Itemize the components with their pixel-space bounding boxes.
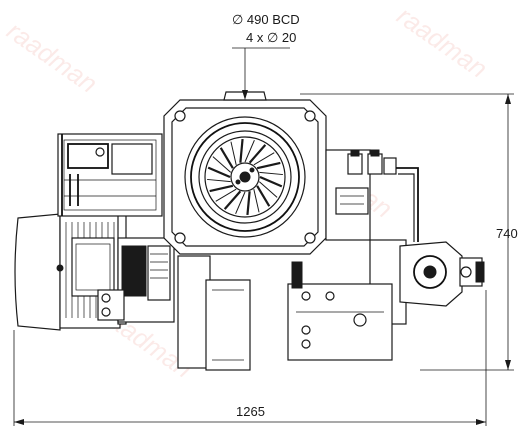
swirl-vane bbox=[253, 189, 260, 213]
swirl-vane bbox=[256, 185, 271, 207]
motor-terminal-box bbox=[71, 237, 115, 297]
swirl-vane bbox=[259, 175, 283, 188]
width-label: 1265 bbox=[236, 404, 265, 419]
swirl-vanes bbox=[207, 138, 283, 216]
bolt-hole-tr bbox=[304, 110, 316, 122]
swirl-vane bbox=[230, 141, 237, 165]
swirl-vane bbox=[235, 191, 246, 215]
swirl-vane bbox=[248, 144, 267, 164]
control-unit bbox=[57, 133, 163, 217]
swirl-vane bbox=[207, 178, 231, 183]
watermark-top-right: raadman bbox=[392, 0, 493, 83]
motor-end-cap bbox=[14, 213, 61, 331]
swirl-vane bbox=[212, 156, 232, 173]
swirl-vane bbox=[209, 184, 234, 193]
swirl-vane bbox=[259, 171, 283, 176]
burner-flange bbox=[163, 91, 327, 255]
bolt-hole-tl bbox=[174, 110, 186, 122]
holes-label: 4 x ∅ 20 bbox=[246, 30, 296, 45]
swirl-vane bbox=[258, 181, 278, 198]
swirl-vane bbox=[244, 139, 255, 163]
height-label: 740 bbox=[496, 226, 518, 241]
actuator-black bbox=[121, 245, 147, 297]
dimension-annotations: ∅ 490 BCD 4 x ∅ 20 740 1265 bbox=[13, 12, 518, 426]
gas-train bbox=[287, 149, 485, 361]
swirl-vane bbox=[253, 152, 275, 166]
valve-1 bbox=[347, 153, 363, 175]
air-intake bbox=[97, 237, 251, 371]
lower-housing bbox=[177, 255, 211, 369]
bolt-hole-bl bbox=[174, 232, 186, 244]
swirl-vane bbox=[223, 190, 242, 210]
swirl-vane bbox=[207, 166, 231, 179]
valve-3 bbox=[383, 157, 397, 175]
swirl-vane bbox=[219, 147, 234, 169]
swirl-vane bbox=[215, 188, 237, 202]
swirl-vane bbox=[246, 191, 251, 216]
valve-2 bbox=[367, 153, 383, 175]
swirl-vane bbox=[239, 138, 244, 163]
watermark-top-left: raadman bbox=[2, 15, 103, 98]
swirl-vane bbox=[256, 161, 281, 170]
bolt-hole-br bbox=[304, 232, 316, 244]
bcd-label: ∅ 490 BCD bbox=[232, 12, 300, 27]
